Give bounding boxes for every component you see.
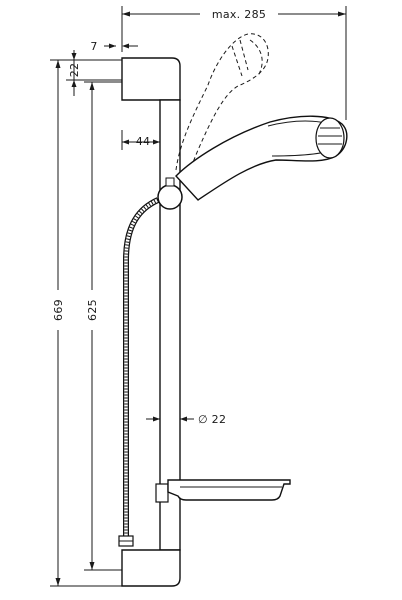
label-rail-length: 625: [86, 299, 99, 321]
label-max-reach: max. 285: [212, 8, 266, 21]
soap-dish: [155, 479, 291, 503]
label-rail-diameter: ∅ 22: [198, 413, 226, 426]
label-wall-gap: 44: [136, 135, 151, 148]
hand-shower: [175, 115, 348, 201]
label-top-offset: 7: [90, 40, 97, 53]
shower-hose: [118, 197, 160, 547]
label-total-height: 669: [52, 299, 65, 321]
label-bracket-height: 22: [68, 63, 81, 78]
lower-wall-bracket: [121, 549, 181, 587]
hand-shower-alternate-position: [175, 33, 269, 187]
dimension-rail-length: 625: [84, 81, 122, 571]
dimension-max-reach: max. 285: [121, 6, 347, 120]
dimension-bracket-height: 22: [66, 50, 122, 96]
slider-holder: [157, 177, 183, 210]
dimension-wall-gap: 44: [121, 130, 160, 150]
dimension-top-offset: 7: [90, 40, 138, 53]
dimension-rail-diameter: ∅ 22: [146, 413, 226, 426]
dimension-total-height: 669: [50, 59, 122, 587]
